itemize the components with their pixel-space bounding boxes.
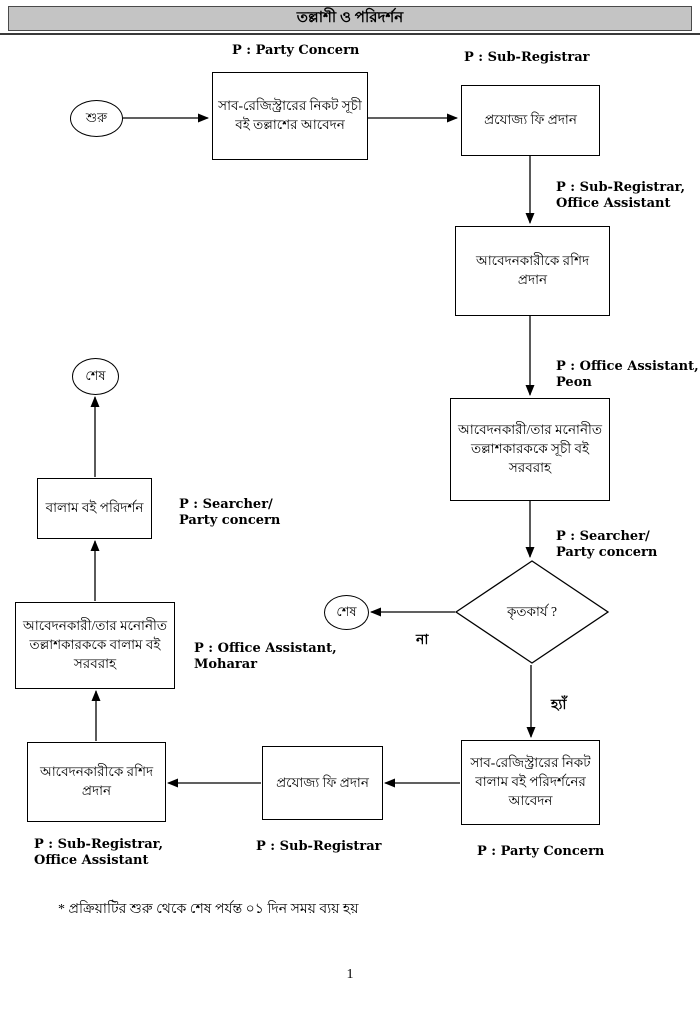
label-sub-registrar-office-assistant: P : Sub-Registrar, Office Assistant [556, 180, 686, 212]
label-sub-registrar-bottom: P : Sub-Registrar [256, 839, 382, 854]
fee-payment-top-node: প্রযোজ্য ফি প্রদান [461, 85, 600, 156]
label-searcher-party-concern-left: P : Searcher/ Party concern [179, 497, 281, 529]
balam-book-supply-node: আবেদনকারী/তার মনোনীত তল্লাশকারককে বালাম … [15, 602, 175, 689]
label-searcher-party-concern-right: P : Searcher/ Party concern [556, 529, 658, 561]
label-party-concern-bottom: P : Party Concern [477, 844, 605, 859]
label-office-assistant-peon: P : Office Assistant, Peon [556, 359, 699, 391]
index-book-supply-node: আবেদনকারী/তার মনোনীত তল্লাশকারককে সূচী ব… [450, 398, 610, 501]
start-node: শুরু [70, 100, 123, 137]
label-branch-no: না [416, 633, 429, 648]
label-party-concern-top: P : Party Concern [232, 43, 360, 58]
search-application-node: সাব-রেজিস্ট্রারের নিকট সূচী বই তল্লাশের … [212, 72, 368, 160]
receipt-top-node: আবেদনকারীকে রশিদ প্রদান [455, 226, 610, 316]
decision-node: কৃতকার্য ? [506, 603, 558, 619]
end-final-node: শেষ [72, 358, 119, 395]
end-no-node: শেষ [324, 595, 369, 630]
fee-payment-bottom-node: প্রযোজ্য ফি প্রদান [262, 746, 383, 820]
header-divider [0, 33, 700, 35]
label-sub-registrar-top: P : Sub-Registrar [464, 50, 590, 65]
label-sub-registrar-office-assistant-bottom: P : Sub-Registrar, Office Assistant [34, 837, 164, 869]
receipt-bottom-node: আবেদনকারীকে রশিদ প্রদান [27, 742, 166, 822]
label-branch-yes: হ্যাঁ [551, 698, 567, 713]
page-title: তল্লাশী ও পরিদর্শন [8, 6, 692, 31]
balam-inspection-node: বালাম বই পরিদর্শন [37, 478, 152, 539]
process-duration-note: * প্রক্রিয়াটির শুরু থেকে শেষ পর্যন্ত ০১… [58, 902, 359, 917]
inspection-application-node: সাব-রেজিস্ট্রারের নিকট বালাম বই পরিদর্শন… [461, 740, 600, 825]
label-office-assistant-moharar: P : Office Assistant, Moharar [194, 641, 337, 673]
page-number: 1 [346, 967, 354, 982]
